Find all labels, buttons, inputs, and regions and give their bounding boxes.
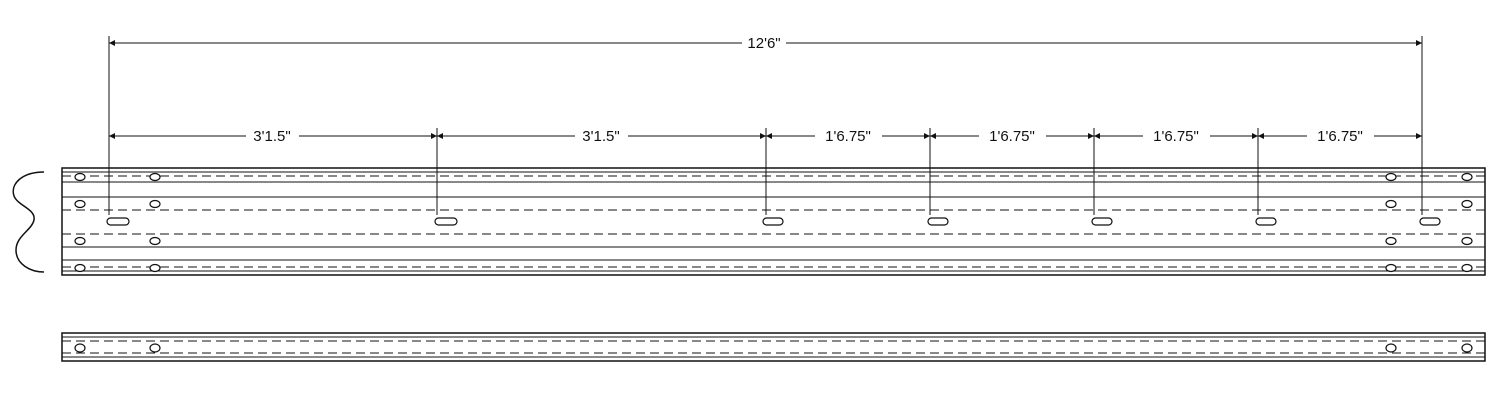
plan-hole (1461, 343, 1473, 353)
rail-outline (61, 167, 1486, 276)
splice-hole (74, 199, 86, 209)
post-bolt-slot (1091, 217, 1113, 226)
overall-dimension-label: 12'6" (747, 35, 780, 52)
splice-hole (74, 172, 86, 182)
rail-plan-view (61, 332, 1486, 362)
post-bolt-slot (927, 217, 949, 226)
splice-hole (74, 236, 86, 246)
plan-hole (74, 343, 86, 353)
splice-hole (1461, 199, 1473, 209)
segment-dimension-label: 1'6.75" (989, 128, 1035, 145)
splice-hole (74, 263, 86, 273)
splice-hole (1461, 263, 1473, 273)
segment-dimension-label: 1'6.75" (1317, 128, 1363, 145)
segment-dimension-label: 3'1.5" (582, 128, 619, 145)
splice-hole (149, 236, 161, 246)
segment-dimension-6: 1'6.75" (1258, 128, 1422, 145)
plan-outline (61, 332, 1486, 362)
segment-dimension-1: 3'1.5" (109, 128, 437, 145)
splice-hole (1385, 172, 1397, 182)
segment-dimension-label: 3'1.5" (253, 128, 290, 145)
splice-hole (149, 263, 161, 273)
post-bolt-slot (106, 217, 130, 226)
segment-dimension-4: 1'6.75" (930, 128, 1094, 145)
splice-hole (1385, 263, 1397, 273)
segment-dimension-5: 1'6.75" (1094, 128, 1258, 145)
splice-hole (149, 199, 161, 209)
segment-dimension-label: 1'6.75" (1153, 128, 1199, 145)
segment-dimension-3: 1'6.75" (766, 128, 930, 145)
segment-dimension-2: 3'1.5" (437, 128, 766, 145)
post-bolt-slot (1419, 217, 1441, 226)
post-bolt-slot (1255, 217, 1277, 226)
splice-hole (1385, 236, 1397, 246)
w-beam-profile (12, 171, 45, 273)
post-bolt-slot (434, 217, 458, 226)
plan-hole (149, 343, 161, 353)
splice-hole (1461, 172, 1473, 182)
post-bolt-slot (762, 217, 784, 226)
plan-hole (1385, 343, 1397, 353)
overall-dimension: 12'6" (108, 35, 1423, 215)
rail-elevation (61, 167, 1486, 276)
splice-hole (1385, 199, 1397, 209)
segment-dimension-label: 1'6.75" (825, 128, 871, 145)
splice-hole (1461, 236, 1473, 246)
splice-hole (149, 172, 161, 182)
